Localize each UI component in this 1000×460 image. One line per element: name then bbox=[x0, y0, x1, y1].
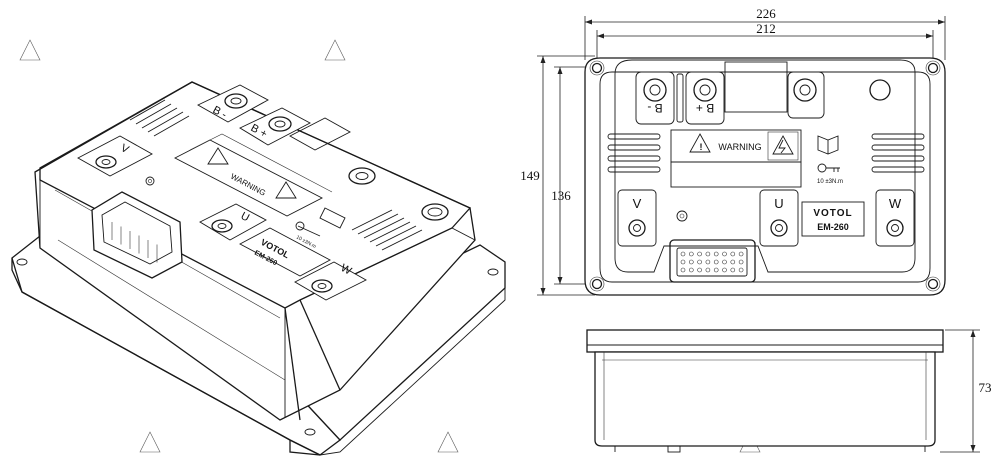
vent-slots-right bbox=[871, 133, 925, 173]
brand-label-top: VOTOL bbox=[813, 208, 852, 219]
terminal-b-minus-iso: B - bbox=[197, 84, 269, 123]
warning-panel-top: ! WARNING bbox=[670, 129, 802, 188]
signal-connector bbox=[91, 191, 183, 279]
dim-depth: 73 bbox=[940, 329, 992, 453]
signal-connector-top bbox=[669, 239, 756, 283]
terminal-w-label-top: W bbox=[889, 196, 902, 211]
side-flange bbox=[586, 329, 944, 353]
svg-text:!: ! bbox=[700, 142, 703, 152]
torque-label-top: 10 ±3N.m bbox=[817, 179, 843, 185]
terminal-u-label-top: U bbox=[774, 196, 783, 211]
terminal-b-plus-iso: B + bbox=[239, 107, 311, 146]
connector-pin bbox=[738, 267, 744, 273]
vent-slots-left bbox=[607, 133, 661, 173]
cooling-ribs-right bbox=[351, 209, 423, 251]
connector-pin bbox=[697, 267, 702, 273]
terminal-u-iso: U bbox=[199, 203, 267, 241]
window-top bbox=[724, 61, 788, 113]
connector-pin bbox=[688, 259, 694, 265]
connector-pin bbox=[738, 259, 744, 265]
side-body bbox=[594, 351, 936, 447]
terminal-v-top: V bbox=[617, 189, 657, 247]
brand-plate-iso: VOTOL EM-260 bbox=[239, 227, 331, 277]
status-led-iso bbox=[145, 176, 155, 186]
status-led-top bbox=[676, 210, 688, 222]
terminal-b-plus-top: B + bbox=[685, 71, 725, 125]
connector-pin bbox=[730, 267, 736, 273]
dim-hole-spacing-y-value: 136 bbox=[551, 188, 571, 203]
dim-overall-width: 226 bbox=[584, 6, 946, 60]
connector-pin bbox=[705, 259, 711, 265]
model-label-top: EM-260 bbox=[817, 222, 849, 232]
connector-pin bbox=[722, 251, 727, 257]
connector-pin bbox=[697, 251, 702, 257]
connector-pin bbox=[730, 251, 736, 257]
top-view-outline bbox=[584, 57, 946, 296]
terminal-v-label-top: V bbox=[633, 196, 642, 211]
isometric-view: V B - B + WARNING bbox=[11, 81, 506, 456]
terminal-w-top: W bbox=[875, 189, 915, 247]
warning-label-top: WARNING bbox=[718, 142, 761, 152]
connector-pin bbox=[680, 259, 686, 265]
dim-overall-width-value: 226 bbox=[756, 6, 776, 21]
terminal-aux-top bbox=[787, 71, 825, 119]
round-plug-top bbox=[869, 79, 891, 101]
connector-pin bbox=[713, 267, 719, 273]
terminal-b-plus-label-top: B + bbox=[696, 101, 714, 115]
dim-overall-height: 149 bbox=[520, 55, 595, 296]
terminal-b-minus-label-iso: B - bbox=[211, 104, 229, 121]
connector-pin bbox=[680, 267, 686, 273]
connector-pin bbox=[738, 251, 744, 257]
side-view: 73 bbox=[586, 329, 992, 453]
connector-pin bbox=[722, 259, 727, 265]
connector-pin bbox=[688, 267, 694, 273]
mount-holes-top bbox=[589, 60, 941, 292]
brand-plate-top: VOTOL EM-260 bbox=[801, 201, 865, 237]
connector-pin bbox=[697, 259, 702, 265]
connector-pin bbox=[705, 251, 711, 257]
connector-pin bbox=[713, 259, 719, 265]
cooling-ribs-left bbox=[129, 99, 190, 137]
terminal-b-minus-top: B - bbox=[635, 71, 675, 125]
connector-pin bbox=[705, 267, 711, 273]
connector-pin bbox=[713, 251, 719, 257]
dim-depth-value: 73 bbox=[979, 380, 992, 395]
connector-pin bbox=[688, 251, 694, 257]
dim-hole-spacing-x-value: 212 bbox=[756, 21, 776, 36]
connector-pin bbox=[722, 267, 727, 273]
connector-pin bbox=[680, 251, 686, 257]
connector-pin bbox=[730, 259, 736, 265]
warning-strip-iso: WARNING bbox=[174, 133, 333, 217]
dim-overall-height-value: 149 bbox=[520, 168, 540, 183]
terminal-u-top: U bbox=[759, 189, 799, 247]
top-view: 226 212 149 136 bbox=[520, 6, 946, 296]
torque-icon-top: 10 ±3N.m bbox=[817, 163, 843, 185]
terminal-v-iso: V bbox=[77, 135, 153, 177]
terminal-w-iso: W bbox=[294, 261, 367, 301]
manual-icon-top bbox=[817, 135, 839, 155]
terminal-b-minus-label-top: B - bbox=[647, 101, 662, 115]
